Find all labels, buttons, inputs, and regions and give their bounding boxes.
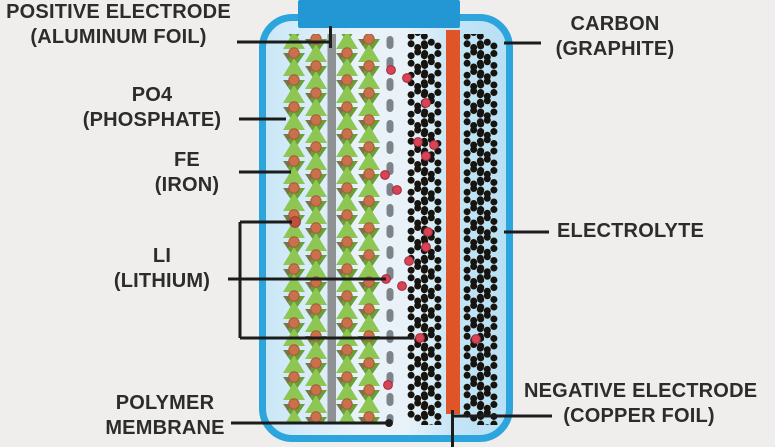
label-po4-line2: (PHOSPHATE) [82, 109, 222, 131]
label-po4-line1: PO4 [131, 84, 173, 106]
label-carbon-line1: CARBON [570, 13, 660, 35]
label-electrolyte-line1: ELECTROLYTE [557, 220, 705, 242]
label-polymer-membrane: POLYMER MEMBRANE [70, 391, 260, 441]
label-negative-electrode: NEGATIVE ELECTRODE (COPPER FOIL) [524, 379, 758, 429]
label-po4: PO4 (PHOSPHATE) [62, 83, 242, 133]
label-fe: FE (IRON) [97, 148, 277, 198]
graphite-column-left [407, 34, 442, 425]
label-carbon: CARBON (GRAPHITE) [540, 12, 690, 62]
label-positive-electrode-line2: (ALUMINUM FOIL) [30, 26, 207, 48]
label-positive-electrode-line1: POSITIVE ELECTRODE [6, 1, 231, 23]
label-li: LI (LITHIUM) [72, 244, 252, 294]
pointer-li-bracket [228, 220, 414, 340]
cathode-lfp-lattice-left [283, 34, 327, 424]
battery-terminal [298, 0, 460, 28]
lithium-ions [380, 65, 481, 390]
aluminum-foil-bar [327, 34, 336, 422]
label-positive-electrode: POSITIVE ELECTRODE (ALUMINUM FOIL) [0, 0, 237, 50]
label-polymer-membrane-line1: POLYMER [115, 392, 215, 414]
label-electrolyte: ELECTROLYTE [557, 219, 767, 244]
label-negative-electrode-line1: NEGATIVE ELECTRODE [524, 380, 758, 402]
pointer-lines [228, 26, 552, 447]
label-li-line2: (LITHIUM) [113, 270, 211, 292]
label-carbon-line2: (GRAPHITE) [555, 38, 675, 60]
copper-foil-bar [446, 30, 460, 414]
label-fe-line2: (IRON) [154, 174, 220, 196]
label-negative-electrode-line2: (COPPER FOIL) [563, 405, 715, 427]
pointer-negative-electrode [451, 410, 552, 447]
pointer-polymer-end-dot [385, 419, 393, 427]
label-fe-line1: FE [174, 149, 200, 171]
graphite-column-right [463, 34, 498, 425]
cathode-lfp-lattice-right [336, 34, 380, 424]
label-polymer-membrane-line2: MEMBRANE [105, 417, 225, 439]
label-li-line1: LI [152, 245, 172, 267]
pointer-positive-electrode [237, 26, 332, 48]
